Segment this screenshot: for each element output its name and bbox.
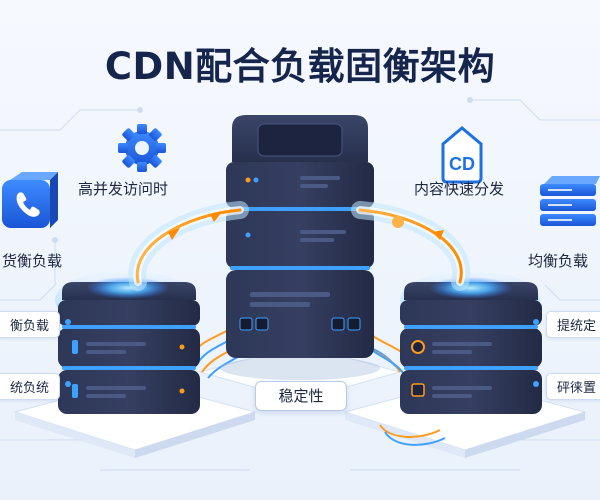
stability-label: 稳定性 <box>255 381 347 411</box>
right-pill-2: 砰徕置 <box>546 373 600 400</box>
server-right <box>400 270 542 414</box>
label-left-load: 货衡负载 <box>2 252 63 270</box>
server-left <box>55 270 200 414</box>
pill-connectors <box>65 319 539 387</box>
label-high-concurrency: 高并发访问时 <box>78 180 169 198</box>
phone-icon <box>2 172 58 228</box>
right-pill-1: 提统定 <box>546 311 600 338</box>
server-stack-icon <box>540 176 600 226</box>
gear-icon <box>118 124 166 172</box>
left-pill-2: 统负统 <box>0 373 61 400</box>
cd-icon: CD <box>441 126 483 184</box>
label-right-load: 均衡负载 <box>528 252 589 270</box>
flow-pipe-left <box>128 201 249 291</box>
cd-badge-text: CD <box>449 154 475 174</box>
flow-pipe-right <box>351 201 471 291</box>
left-pill-1: 衡负载 <box>0 311 61 338</box>
diagram-title: CDN配合负载固衡架构 <box>104 45 496 88</box>
label-fast-distribution: 内容快速分发 <box>414 180 505 198</box>
server-center <box>220 115 380 380</box>
